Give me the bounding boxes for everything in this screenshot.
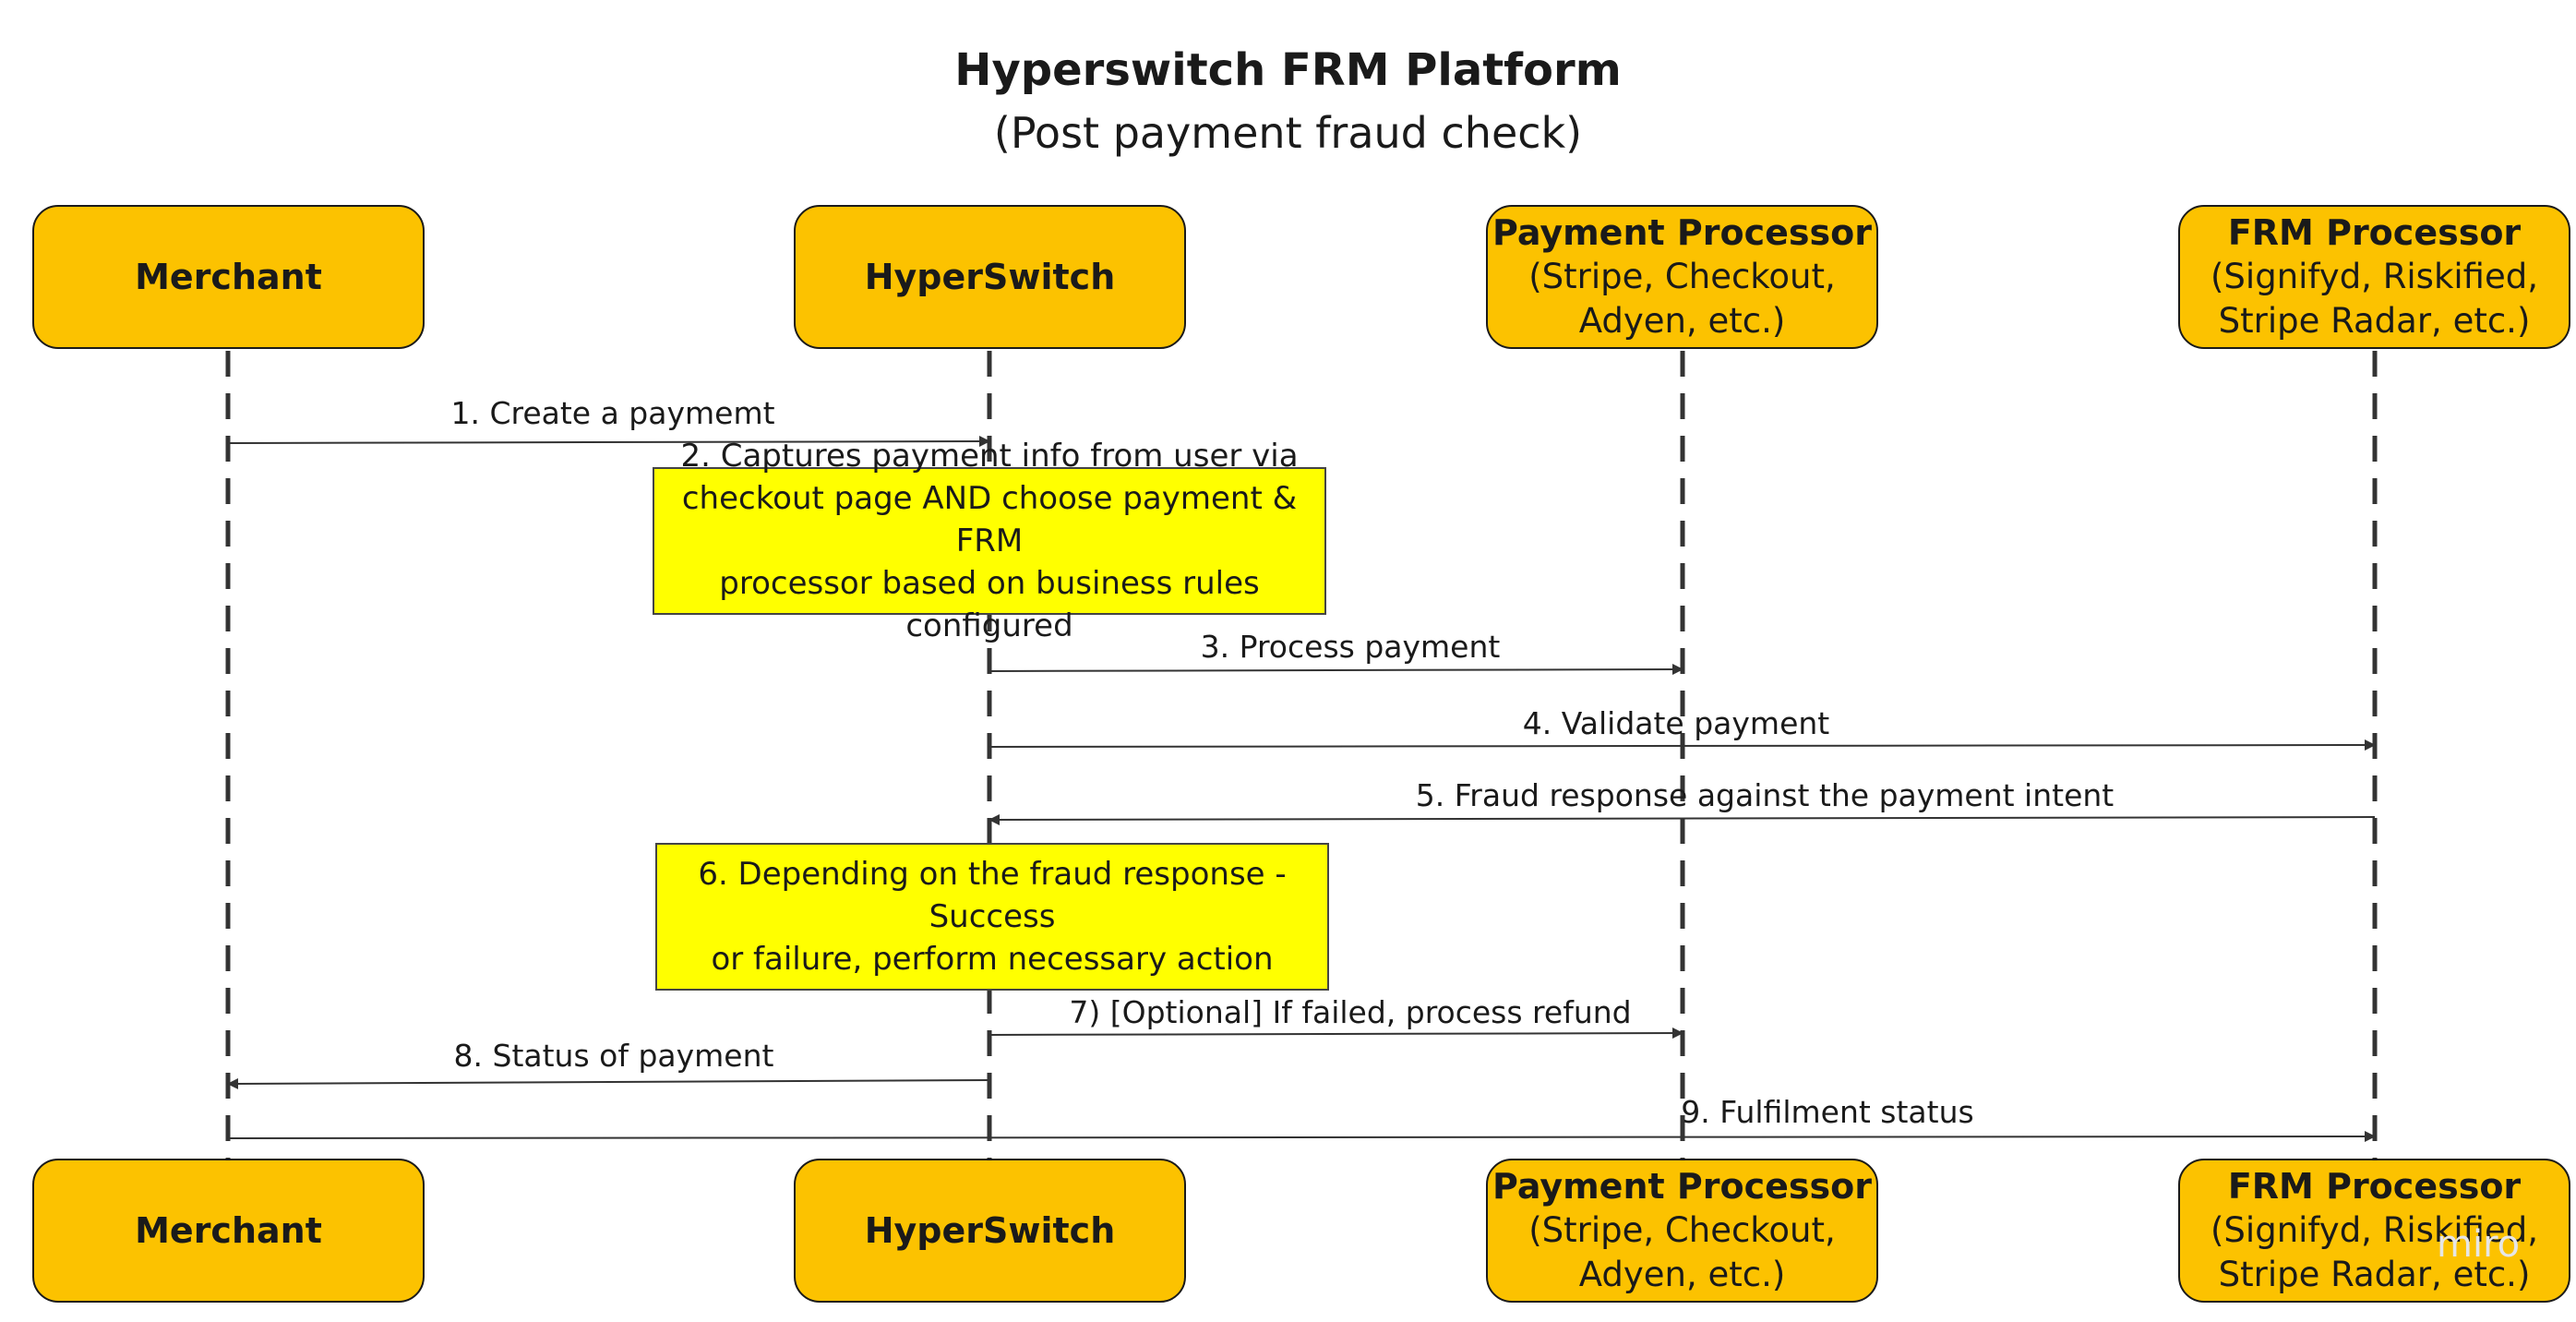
arrow-fraud-response bbox=[988, 813, 2376, 825]
actor-name: HyperSwitch bbox=[864, 257, 1116, 297]
actor-payment-processor-top: Payment Processor (Stripe, Checkout, Ady… bbox=[1486, 205, 1878, 349]
actor-name: FRM Processor bbox=[2227, 212, 2522, 253]
actor-frm-processor-bottom: FRM Processor (Signifyd, Riskified, Stri… bbox=[2178, 1159, 2570, 1303]
message-label-process-refund: 7) [Optional] If failed, process refund bbox=[1069, 994, 1632, 1030]
arrow-process-payment bbox=[988, 664, 1683, 676]
arrow-process-refund bbox=[988, 1028, 1683, 1040]
arrow-fulfilment-status bbox=[227, 1131, 2376, 1143]
actor-hyperswitch-top: HyperSwitch bbox=[794, 205, 1186, 349]
message-label-create-payment: 1. Create a paymemt bbox=[450, 395, 775, 431]
message-label-status-of-payment: 8. Status of payment bbox=[453, 1038, 774, 1074]
arrow-status-of-payment bbox=[227, 1077, 990, 1089]
actor-payment-processor-bottom: Payment Processor (Stripe, Checkout, Ady… bbox=[1486, 1159, 1878, 1303]
actor-name: HyperSwitch bbox=[864, 1210, 1116, 1251]
arrow-validate-payment bbox=[988, 739, 2376, 751]
message-label-fraud-response: 5. Fraud response against the payment in… bbox=[1415, 777, 2115, 813]
actor-name: Payment Processor bbox=[1492, 212, 1872, 253]
message-label-process-payment: 3. Process payment bbox=[1200, 629, 1501, 665]
note-capture-payment-info: 2. Captures payment info from user via c… bbox=[653, 438, 1326, 644]
note-fraud-response-action: 6. Depending on the fraud response - Suc… bbox=[655, 843, 1329, 991]
actor-desc: (Stripe, Checkout, Adyen, etc.) bbox=[1528, 257, 1836, 341]
actor-hyperswitch-bottom: HyperSwitch bbox=[794, 1159, 1186, 1303]
message-label-validate-payment: 4. Validate payment bbox=[1522, 705, 1830, 741]
miro-watermark: miro bbox=[2437, 1223, 2521, 1266]
actor-name: Payment Processor bbox=[1492, 1166, 1872, 1207]
message-arrows bbox=[227, 436, 2376, 1143]
actor-name: Merchant bbox=[135, 257, 322, 297]
actor-desc: (Signifyd, Riskified, Stripe Radar, etc.… bbox=[2211, 1210, 2538, 1294]
actor-desc: (Stripe, Checkout, Adyen, etc.) bbox=[1528, 1210, 1836, 1294]
actor-merchant-top: Merchant bbox=[32, 205, 425, 349]
actor-name: Merchant bbox=[135, 1210, 322, 1251]
diagram-title: Hyperswitch FRM Platform bbox=[954, 44, 1622, 96]
message-label-fulfilment-status: 9. Fulfilment status bbox=[1681, 1094, 1974, 1130]
arrow-create-payment bbox=[227, 436, 990, 448]
actor-name: FRM Processor bbox=[2227, 1166, 2522, 1207]
actor-merchant-bottom: Merchant bbox=[32, 1159, 425, 1303]
actor-frm-processor-top: FRM Processor (Signifyd, Riskified, Stri… bbox=[2178, 205, 2570, 349]
diagram-subtitle: (Post payment fraud check) bbox=[993, 108, 1583, 158]
actor-desc: (Signifyd, Riskified, Stripe Radar, etc.… bbox=[2211, 257, 2538, 341]
